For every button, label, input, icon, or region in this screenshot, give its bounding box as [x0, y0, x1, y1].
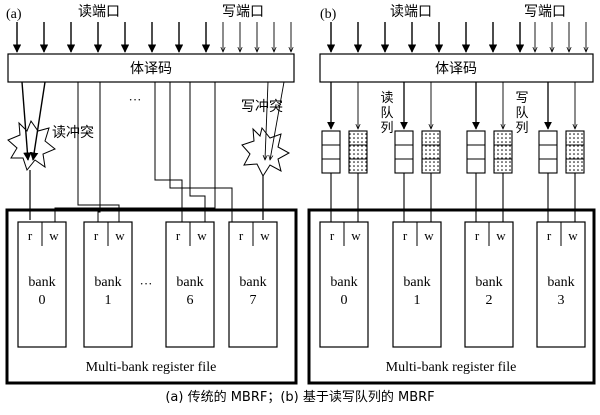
bank-read-port: r: [547, 228, 552, 243]
panel-a-register-file-box: [5, 208, 298, 385]
panel-b-read-port-arrows: [326, 22, 525, 53]
bank-write-port: w: [115, 228, 125, 243]
panel-b-bank-0: r w bank 0: [319, 221, 369, 348]
panel-a-register-file-label: Multi-bank register file: [86, 360, 217, 375]
panel-a-read-conflict-star: [7, 119, 56, 172]
bank-read-port: r: [239, 228, 244, 243]
bank-index: 2: [486, 293, 493, 308]
panel-a-write-conflict-label: 写冲突: [241, 99, 283, 115]
panel-b-bank-2: r w bank 2: [464, 221, 514, 348]
panel-b-register-file-label: Multi-bank register file: [386, 360, 517, 375]
figure-caption: (a) 传统的 MBRF；(b) 基于读写队列的 MBRF: [165, 389, 434, 405]
panel-a-read-conflict-label: 读冲突: [52, 124, 94, 141]
svg-text:列: 列: [515, 121, 528, 136]
panel-b-bank-3: r w bank 3: [536, 221, 586, 348]
bank-index: 1: [105, 293, 112, 308]
bank-index: 0: [341, 293, 348, 308]
panel-b: (b) 读端口 写端口 体译码 读 队 列 写 队: [307, 3, 596, 385]
panel-b-read-queue-label: 读 队 列: [380, 91, 393, 136]
bank-read-port: r: [28, 228, 33, 243]
bank-index: 0: [39, 293, 46, 308]
bank-write-port: w: [260, 228, 270, 243]
bank-name: bank: [547, 275, 574, 290]
panel-b-register-file-box: [307, 208, 596, 385]
panel-b-queues: [321, 82, 585, 222]
svg-text:读: 读: [380, 91, 393, 106]
bank-write-port: w: [197, 228, 207, 243]
panel-b-decoder-box: [319, 53, 594, 83]
panel-a-label: (a): [6, 7, 22, 22]
panel-a-read-port-label: 读端口: [78, 3, 120, 20]
bank-name: bank: [403, 275, 430, 290]
bank-index: 1: [414, 293, 421, 308]
bank-name: bank: [475, 275, 502, 290]
svg-text:队: 队: [380, 106, 393, 121]
bank-read-port: r: [94, 228, 99, 243]
panel-b-label: (b): [320, 7, 337, 22]
bank-name: bank: [330, 275, 357, 290]
panel-b-decoder-label: 体译码: [435, 61, 477, 77]
panel-b-read-port-label: 读端口: [390, 3, 432, 20]
panel-a-bank-ellipsis: ···: [140, 276, 153, 291]
svg-text:队: 队: [515, 106, 528, 121]
panel-a-write-port-arrows: [223, 22, 291, 52]
bank-write-port: w: [424, 228, 434, 243]
bank-write-port: w: [568, 228, 578, 243]
panel-a-read-port-arrows: [12, 22, 211, 53]
panel-a-write-port-label: 写端口: [222, 4, 264, 20]
panel-a-bank-7: r w bank 7: [228, 221, 278, 348]
bank-name: bank: [28, 275, 55, 290]
svg-text:写: 写: [515, 91, 528, 106]
panel-a-decoder-label: 体译码: [130, 61, 172, 77]
bank-index: 3: [558, 293, 565, 308]
bank-name: bank: [176, 275, 203, 290]
bank-index: 6: [187, 293, 194, 308]
bank-name: bank: [239, 275, 266, 290]
panel-a-bank-1: r w bank 1: [83, 221, 133, 348]
panel-b-write-queue-label: 写 队 列: [515, 91, 528, 136]
panel-a-decoder-box: [7, 53, 295, 83]
panel-b-write-port-arrows: [535, 22, 586, 52]
bank-read-port: r: [330, 228, 335, 243]
panel-a-bank-6: r w bank 6: [165, 221, 215, 348]
panel-b-write-port-label: 写端口: [524, 4, 566, 20]
panel-a-bank-0: r w bank 0: [17, 221, 67, 348]
bank-read-port: r: [475, 228, 480, 243]
bank-write-port: w: [49, 228, 59, 243]
bank-write-port: w: [496, 228, 506, 243]
panel-a: (a) 读端口 写端口 体译码 ···: [5, 3, 298, 385]
panel-a-port-ellipsis: ···: [129, 92, 142, 107]
panel-b-bank-1: r w bank 1: [392, 221, 442, 348]
bank-read-port: r: [403, 228, 408, 243]
svg-text:列: 列: [380, 121, 393, 136]
bank-read-port: r: [176, 228, 181, 243]
bank-write-port: w: [351, 228, 361, 243]
bank-name: bank: [94, 275, 121, 290]
panel-a-routing-lines: [54, 82, 233, 222]
bank-index: 7: [250, 293, 257, 308]
